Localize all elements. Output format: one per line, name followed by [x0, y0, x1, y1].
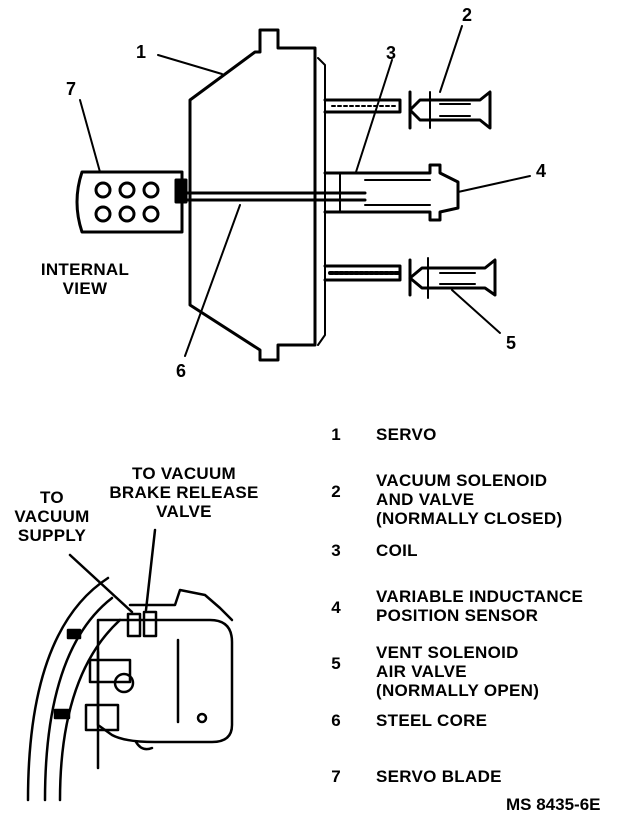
legend-num: 6: [331, 711, 341, 730]
vacuum-supply-line1: TO: [40, 488, 64, 507]
brake-valve-line2: BRAKE RELEASE: [109, 483, 259, 502]
legend-num: 5: [331, 654, 341, 673]
position-sensor: [323, 163, 460, 222]
legend-text: SERVO: [376, 425, 437, 444]
vent-solenoid: [323, 257, 497, 299]
vacuum-solenoid: [323, 90, 492, 130]
legend-num: 2: [331, 482, 341, 501]
legend-text: STEEL CORE: [376, 711, 488, 730]
legend-text: VENT SOLENOID AIR VALVE (NORMALLY OPEN): [376, 643, 540, 700]
vacuum-supply-line3: SUPPLY: [17, 526, 87, 545]
callout-2: 2: [462, 5, 473, 25]
legend-num: 4: [331, 598, 341, 617]
leader-lines: [79, 25, 531, 357]
servo-body: [188, 28, 326, 362]
legend-num: 7: [331, 767, 341, 786]
callout-1: 1: [136, 42, 147, 62]
figure-reference: MS 8435-6E: [506, 795, 601, 814]
brake-valve-line1: TO VACUUM: [131, 464, 237, 483]
internal-view-line2: VIEW: [62, 279, 108, 298]
brake-valve-line3: VALVE: [156, 502, 212, 521]
callout-5: 5: [506, 333, 517, 353]
internal-view-label: INTERNAL VIEW: [30, 260, 140, 298]
to-vacuum-supply-label: TO VACUUM SUPPLY: [0, 488, 104, 545]
legend-text: VARIABLE INDUCTANCE POSITION SENSOR: [376, 587, 584, 625]
callout-4: 4: [536, 161, 547, 181]
lower-servo-illustration: [26, 528, 234, 802]
callout-6: 6: [176, 361, 187, 381]
legend-text: SERVO BLADE: [376, 767, 502, 786]
internal-view-line1: INTERNAL: [40, 260, 130, 279]
servo-blade: [75, 170, 188, 234]
callout-7: 7: [66, 79, 77, 99]
legend-text: VACUUM SOLENOID AND VALVE (NORMALLY CLOS…: [376, 471, 563, 528]
steel-core: [184, 191, 367, 202]
legend-num: 1: [331, 425, 341, 444]
callout-3: 3: [386, 43, 397, 63]
vacuum-supply-line2: VACUUM: [14, 507, 90, 526]
legend-text: COIL: [376, 541, 418, 560]
legend-num: 3: [331, 541, 341, 560]
to-brake-release-valve-label: TO VACUUM BRAKE RELEASE VALVE: [98, 464, 270, 521]
